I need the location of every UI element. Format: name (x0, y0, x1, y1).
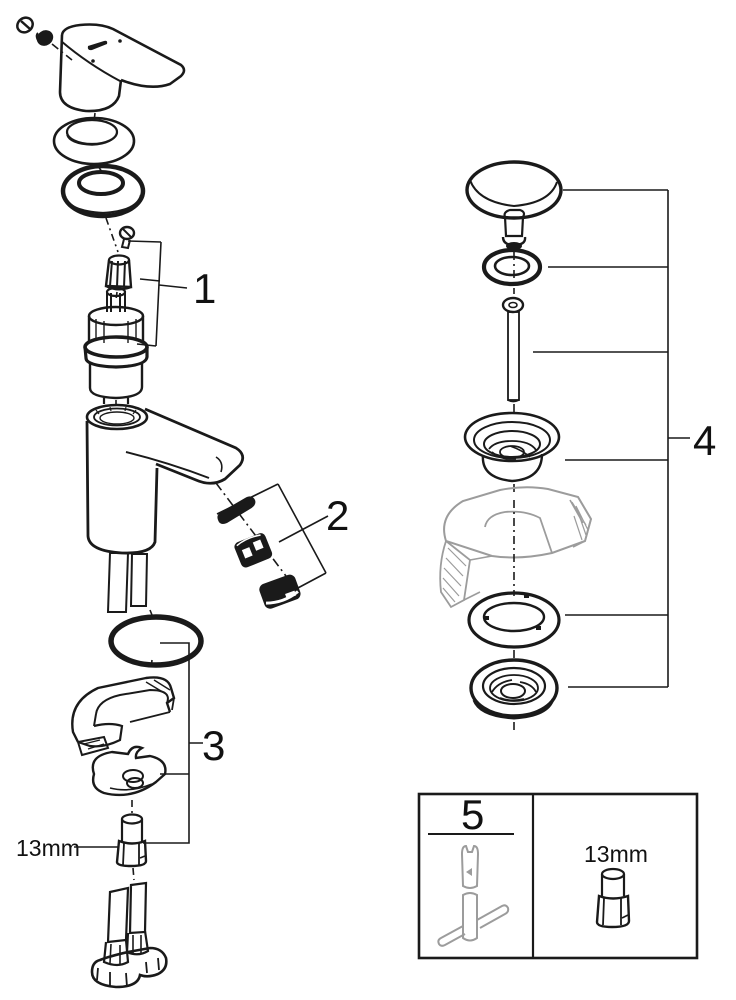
callout-3-label: 3 (202, 722, 225, 769)
cartridge-screw (118, 225, 136, 250)
callout-4-label: 4 (693, 417, 716, 464)
drain-gasket-ring (467, 591, 561, 662)
callout-4: 4 (533, 189, 716, 688)
base-o-ring (108, 614, 204, 671)
callout-1: 1 (127, 240, 216, 347)
wrench-size-label: 13mm (16, 835, 80, 861)
dome-cap (60, 163, 146, 253)
fixing-bolt (115, 813, 148, 881)
mounting-wedge (71, 676, 176, 757)
callout-2: 2 (216, 483, 349, 590)
handle-escutcheon-ring (52, 116, 136, 173)
callout-3: 3 (143, 642, 225, 844)
aerator-parts (215, 482, 301, 609)
popup-plug (465, 160, 563, 294)
aerator-key-pin (217, 496, 256, 524)
box-wrench-size-label: 13mm (584, 841, 648, 867)
tool-info-box: 5 13mm (417, 791, 699, 960)
wrench-size-annotation: 13mm (16, 835, 119, 861)
hex-adapter (104, 254, 133, 301)
plug-seal-ring (481, 247, 543, 287)
aerator-insert (234, 533, 273, 568)
handle-screw-and-plug (16, 16, 73, 61)
drain-collar-nut (469, 658, 559, 734)
lever-handle (58, 23, 186, 123)
drain-flange (463, 411, 561, 496)
faucet-supply-hoses-upper (106, 552, 155, 621)
cartridge (83, 286, 149, 410)
box-bolt-icon: 13mm (584, 841, 648, 929)
mounting-tool-icon (437, 844, 510, 947)
callout-5-label: 5 (461, 791, 484, 838)
mounting-clamp (91, 745, 167, 814)
drain-screw (501, 296, 525, 414)
callout-1-label: 1 (193, 265, 216, 312)
callout-2-label: 2 (326, 492, 349, 539)
faucet-body (85, 403, 245, 555)
basin-cutaway (439, 486, 593, 609)
aerator-housing (259, 574, 301, 609)
supply-hoses (90, 881, 168, 989)
